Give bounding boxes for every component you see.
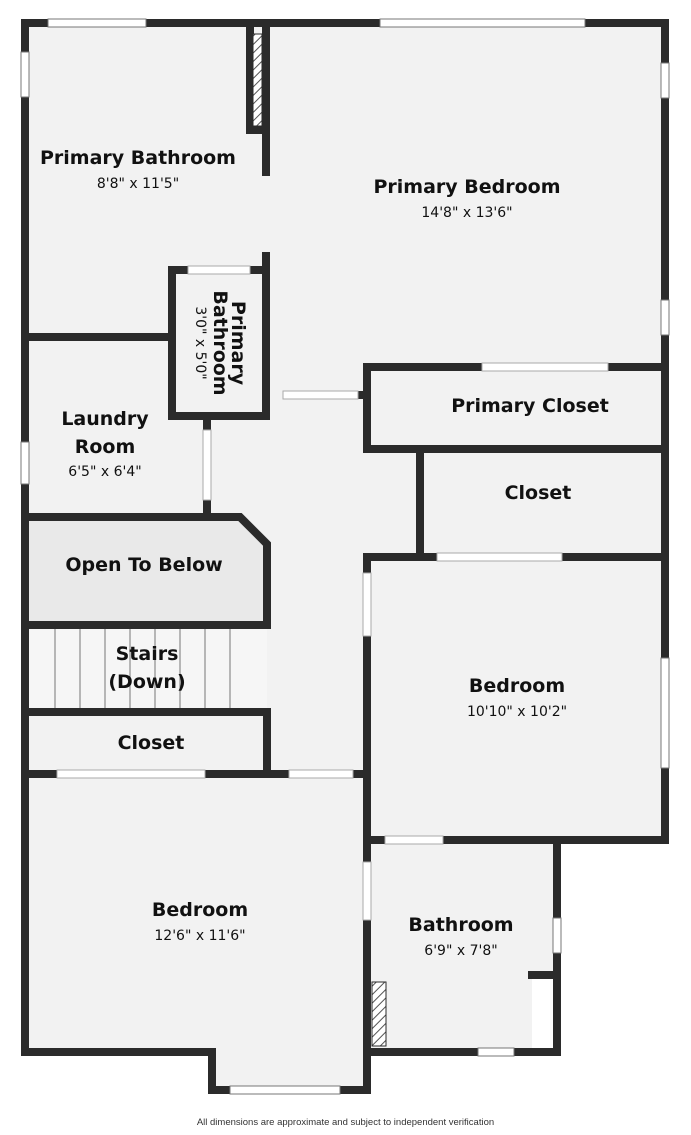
opening xyxy=(362,861,372,921)
window xyxy=(660,299,670,336)
floor-stairs xyxy=(27,625,267,712)
opening xyxy=(384,835,444,845)
room-dims-primary-bathroom: 8'8" x 11'5" xyxy=(97,176,179,192)
room-name-bathroom: Bathroom xyxy=(408,914,513,936)
room-name-stairs-2: (Down) xyxy=(108,671,185,693)
room-name-closet-left: Closet xyxy=(118,732,185,754)
floor-areas xyxy=(27,27,665,1090)
room-name-closet-right: Closet xyxy=(505,482,572,504)
room-name-primary-bathroom: Primary Bathroom xyxy=(40,147,236,169)
room-dims-primary-bedroom: 14'8" x 13'6" xyxy=(421,205,512,221)
floor-laundry xyxy=(27,337,207,517)
room-dims-primary-bathroom-small: 3'0" x 5'0" xyxy=(192,306,208,379)
window xyxy=(47,18,147,28)
floor-bedroom-right xyxy=(367,557,665,840)
room-name-primary-closet: Primary Closet xyxy=(451,395,609,417)
hatched-column-top xyxy=(252,33,263,127)
window xyxy=(229,1085,341,1095)
window xyxy=(379,18,586,28)
window xyxy=(477,1047,515,1057)
opening xyxy=(187,265,251,275)
opening xyxy=(202,429,212,501)
room-dims-bathroom: 6'9" x 7'8" xyxy=(424,943,497,959)
window xyxy=(20,441,30,485)
opening xyxy=(282,390,359,400)
room-name-open-to-below: Open To Below xyxy=(65,554,222,576)
room-dims-bedroom-bottom: 12'6" x 11'6" xyxy=(154,928,245,944)
opening xyxy=(481,362,609,372)
window xyxy=(552,917,562,954)
opening xyxy=(288,769,354,779)
room-name-bedroom-bottom: Bedroom xyxy=(152,899,248,921)
hatched-column-bathroom xyxy=(371,981,387,1047)
stair-treads xyxy=(54,628,231,709)
opening xyxy=(436,552,563,562)
room-name-primary-bathroom-small-2: Bathroom xyxy=(209,290,231,395)
floor-bathroom xyxy=(367,840,557,1052)
floor-closet-left xyxy=(27,712,267,774)
floor-bedroom-bottom xyxy=(27,774,367,1090)
walls xyxy=(21,19,669,1094)
floor-primary-closet xyxy=(367,367,665,449)
room-name-primary-bathroom-small-1: Primary xyxy=(227,301,249,386)
room-name-stairs-1: Stairs xyxy=(116,643,179,665)
opening xyxy=(362,572,372,637)
floor-closet-right xyxy=(420,449,665,557)
window xyxy=(660,657,670,769)
room-name-bedroom-right: Bedroom xyxy=(469,675,565,697)
floor-open-to-below xyxy=(27,517,267,625)
room-name-primary-bedroom: Primary Bedroom xyxy=(373,176,560,198)
window xyxy=(660,62,670,99)
openings xyxy=(56,265,609,921)
opening xyxy=(56,769,206,779)
room-name-laundry-2: Room xyxy=(75,436,136,458)
room-labels: Primary Bathroom 8'8" x 11'5" Primary Be… xyxy=(40,147,609,959)
room-dims-laundry: 6'5" x 6'4" xyxy=(68,464,141,480)
room-dims-bedroom-right: 10'10" x 10'2" xyxy=(467,704,567,720)
disclaimer-text: All dimensions are approximate and subje… xyxy=(196,1117,495,1128)
window xyxy=(20,51,30,98)
windows xyxy=(20,18,670,1095)
room-name-laundry-1: Laundry xyxy=(61,408,149,430)
